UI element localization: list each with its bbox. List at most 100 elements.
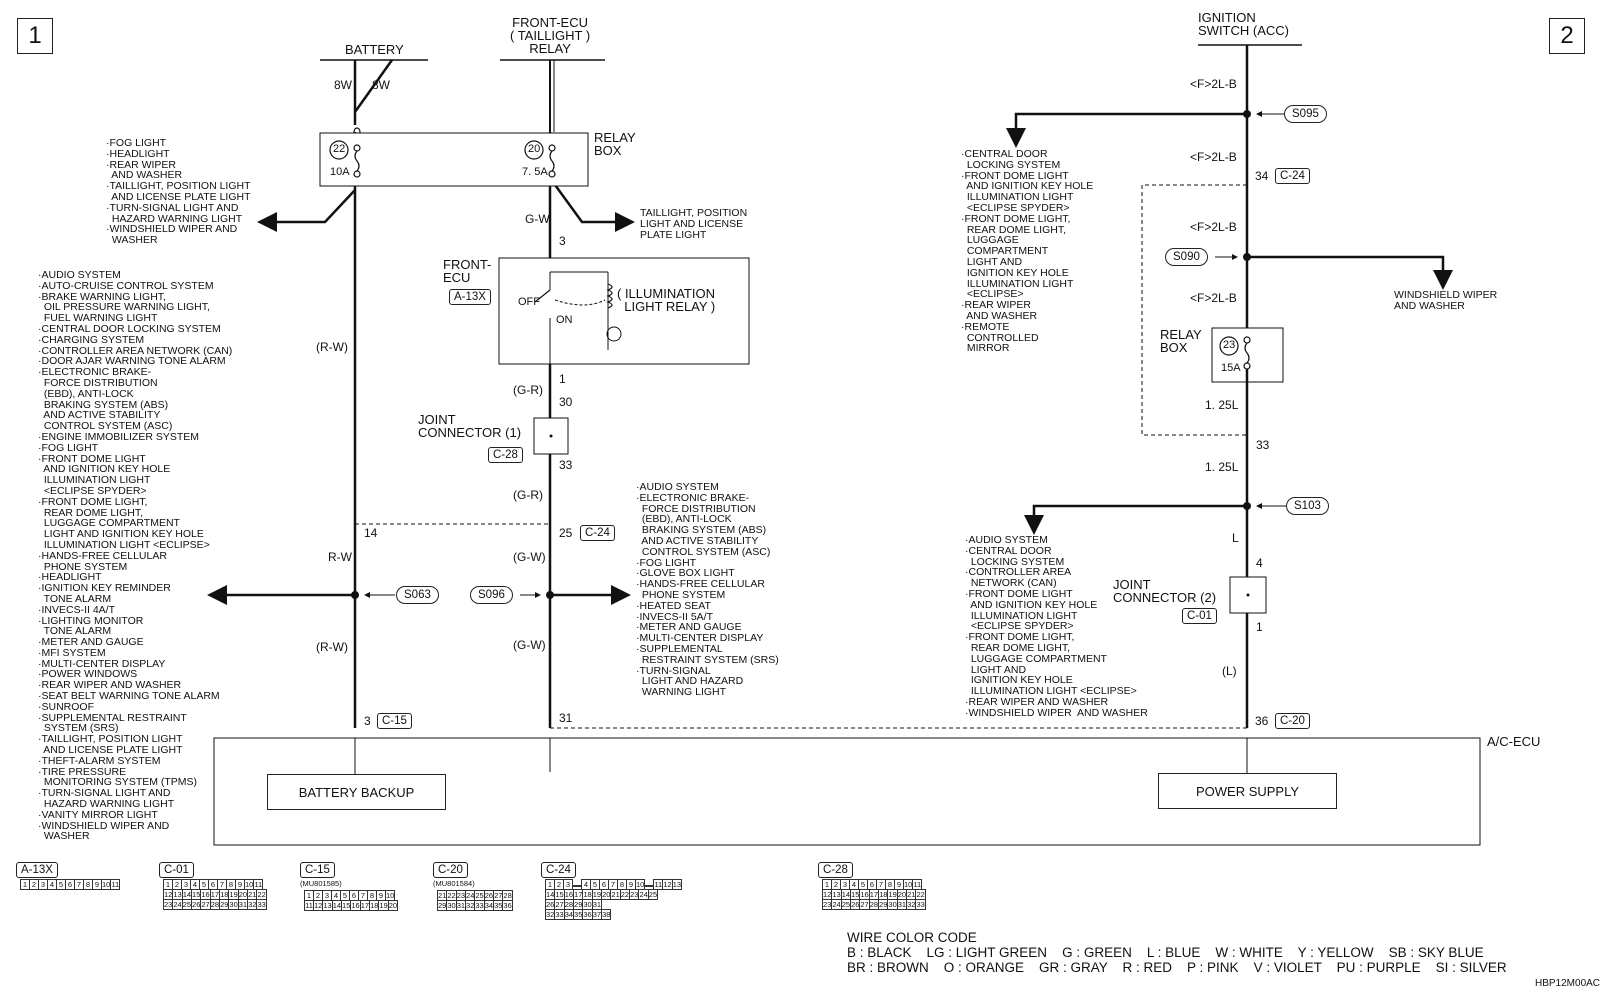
connector-c01-name: C-01	[159, 862, 194, 878]
pin-25: 25	[559, 526, 573, 540]
connector-c28-row: 1213141516171819202122	[822, 889, 926, 900]
connector-c28-row: 2324252627282930313233	[822, 899, 926, 910]
wire-color-code-line-1: B : BLACK LG : LIGHT GREEN G : GREEN L :…	[847, 945, 1484, 960]
wire-gr-b: (G-R)	[513, 488, 543, 502]
wire-battery-b: 8W	[372, 78, 390, 92]
joint-connector-2-pin-out: 1	[1256, 620, 1263, 634]
pin-36: 36	[1255, 714, 1269, 728]
connector-c01-row: 2324252627282930313233	[163, 899, 267, 910]
fuse-20-rating: 7. 5A	[522, 166, 548, 178]
connector-pin: 13	[671, 879, 683, 890]
wire-color-code-title: WIRE COLOR CODE	[847, 930, 977, 945]
connector-c20-name: C-20	[433, 862, 468, 878]
connector-c24-name: C-24	[541, 862, 576, 878]
wire-gr-a: (G-R)	[513, 383, 543, 397]
connector-c28-name: C-28	[818, 862, 853, 878]
front-ecu-pin-in: 3	[559, 234, 566, 248]
connector-c24: C-24	[580, 525, 615, 541]
connector-c20: C-20	[1275, 713, 1310, 729]
wire-l-b: (L)	[1222, 664, 1237, 678]
taillight-list: TAILLIGHT, POSITION LIGHT AND LICENSE PL…	[640, 207, 748, 241]
battery-backup-block: BATTERY BACKUP	[267, 774, 446, 810]
front-ecu-connector: A-13X	[449, 289, 491, 305]
connector-pin: 11	[110, 879, 121, 890]
splice-s095: S095	[1284, 105, 1327, 123]
connector-c15-row: 11121314151617181920	[304, 900, 399, 911]
diagram-code: HBP12M00AC	[1535, 978, 1600, 989]
joint-connector-1-pin-in: 30	[559, 395, 573, 409]
switch-off-label: OFF	[518, 296, 540, 308]
joint-connector-2-ref: C-01	[1182, 608, 1217, 624]
wire-rw-top: (R-W)	[316, 340, 348, 354]
connector-pin: 36	[502, 900, 513, 911]
joint-connector-1-label: JOINT CONNECTOR (1)	[418, 412, 522, 440]
wire-color-code-line-2: BR : BROWN O : ORANGE GR : GRAY R : RED …	[847, 960, 1507, 975]
fuse-20-number: 20	[528, 143, 541, 155]
splice-s096: S096	[470, 586, 513, 604]
pin-3: 3	[364, 714, 371, 728]
joint-connector-2-label: JOINT CONNECTOR (2)	[1113, 577, 1217, 605]
joint-connector-1-ref: C-28	[488, 447, 523, 463]
right-bottom-list: ·AUDIO SYSTEM ·CENTRAL DOOR LOCKING SYST…	[965, 534, 1148, 719]
wire-l125-b: 1. 25L	[1205, 460, 1239, 474]
splice-s090: S090	[1165, 248, 1208, 266]
connector-pin: 33	[256, 899, 267, 910]
fuse-23-number: 23	[1223, 339, 1236, 351]
connector-c24-row: 32333435363738	[545, 909, 612, 920]
wire-f2lb-3: <F>2L-B	[1190, 220, 1237, 234]
fuse-22-rating: 10A	[330, 166, 350, 178]
power-supply-block: POWER SUPPLY	[1158, 773, 1337, 809]
battery-label: BATTERY	[345, 42, 404, 57]
pin-14: 14	[364, 526, 378, 540]
connector-pin: 33	[915, 899, 926, 910]
connector-c15-name: C-15	[300, 862, 335, 878]
connector-c24-row: 262728293031	[545, 899, 603, 910]
wire-l125-a: 1. 25L	[1205, 398, 1239, 412]
wire-f2lb-1: <F>2L-B	[1190, 77, 1237, 91]
connector-c20-part: (MU801584)	[433, 879, 475, 888]
connector-pin: 25	[647, 889, 659, 900]
connector-a13x-name: A-13X	[16, 862, 58, 878]
wire-battery-a: 8W	[334, 78, 352, 92]
fuse-22-number: 22	[333, 143, 346, 155]
wire-f2lb-4: <F>2L-B	[1190, 291, 1237, 305]
connector-c15: C-15	[377, 713, 412, 729]
splice-s103: S103	[1286, 497, 1329, 515]
connector-pin: 38	[601, 909, 612, 920]
wire-rw-mid: R-W	[328, 550, 352, 564]
joint-connector-2-pin-in: 4	[1256, 556, 1263, 570]
connector-c20-row: 2930313233343536	[437, 900, 513, 911]
joint-connector-1-pin-out: 33	[559, 458, 573, 472]
wire-gw-a: (G-W)	[513, 550, 546, 564]
switch-on-label: ON	[556, 314, 573, 326]
splice-s063: S063	[396, 586, 439, 604]
front-ecu-pin-out: 1	[559, 372, 566, 386]
ignition-switch-label: IGNITION SWITCH (ACC)	[1198, 10, 1289, 38]
connector-pin: 20	[387, 900, 399, 911]
wire-f2lb-2: <F>2L-B	[1190, 150, 1237, 164]
pin-33: 33	[1256, 438, 1270, 452]
fuse-23-rating: 15A	[1221, 362, 1241, 374]
front-ecu-label: FRONT- ECU	[443, 257, 492, 285]
illumination-relay-label: ( ILLUMINATION LIGHT RELAY )	[617, 286, 716, 314]
page-number-1: 1	[17, 18, 53, 54]
wire-rw-bot: (R-W)	[316, 640, 348, 654]
windshield-list: WINDSHIELD WIPER AND WASHER	[1394, 289, 1498, 312]
front-ecu-relay-label: FRONT-ECU ( TAILLIGHT ) RELAY	[510, 15, 591, 56]
pin-34: 34	[1255, 169, 1269, 183]
connector-c15-part: (MU801585)	[300, 879, 342, 888]
middle-system-list: ·AUDIO SYSTEM ·ELECTRONIC BRAKE- FORCE D…	[636, 481, 779, 699]
page-number-2: 2	[1549, 18, 1585, 54]
wire-gw-top: G-W	[525, 212, 550, 226]
ac-ecu-label: A/C-ECU	[1487, 734, 1541, 749]
wire-gw-b: (G-W)	[513, 638, 546, 652]
left-system-list: ·AUDIO SYSTEM ·AUTO-CRUISE CONTROL SYSTE…	[38, 269, 233, 843]
wire-l-a: L	[1232, 531, 1239, 545]
pin-31: 31	[559, 711, 573, 725]
connector-c24-right: C-24	[1275, 168, 1310, 184]
fog-light-list: ·FOG LIGHT ·HEADLIGHT ·REAR WIPER AND WA…	[106, 137, 251, 247]
central-door-list: ·CENTRAL DOOR LOCKING SYSTEM ·FRONT DOME…	[961, 148, 1094, 355]
